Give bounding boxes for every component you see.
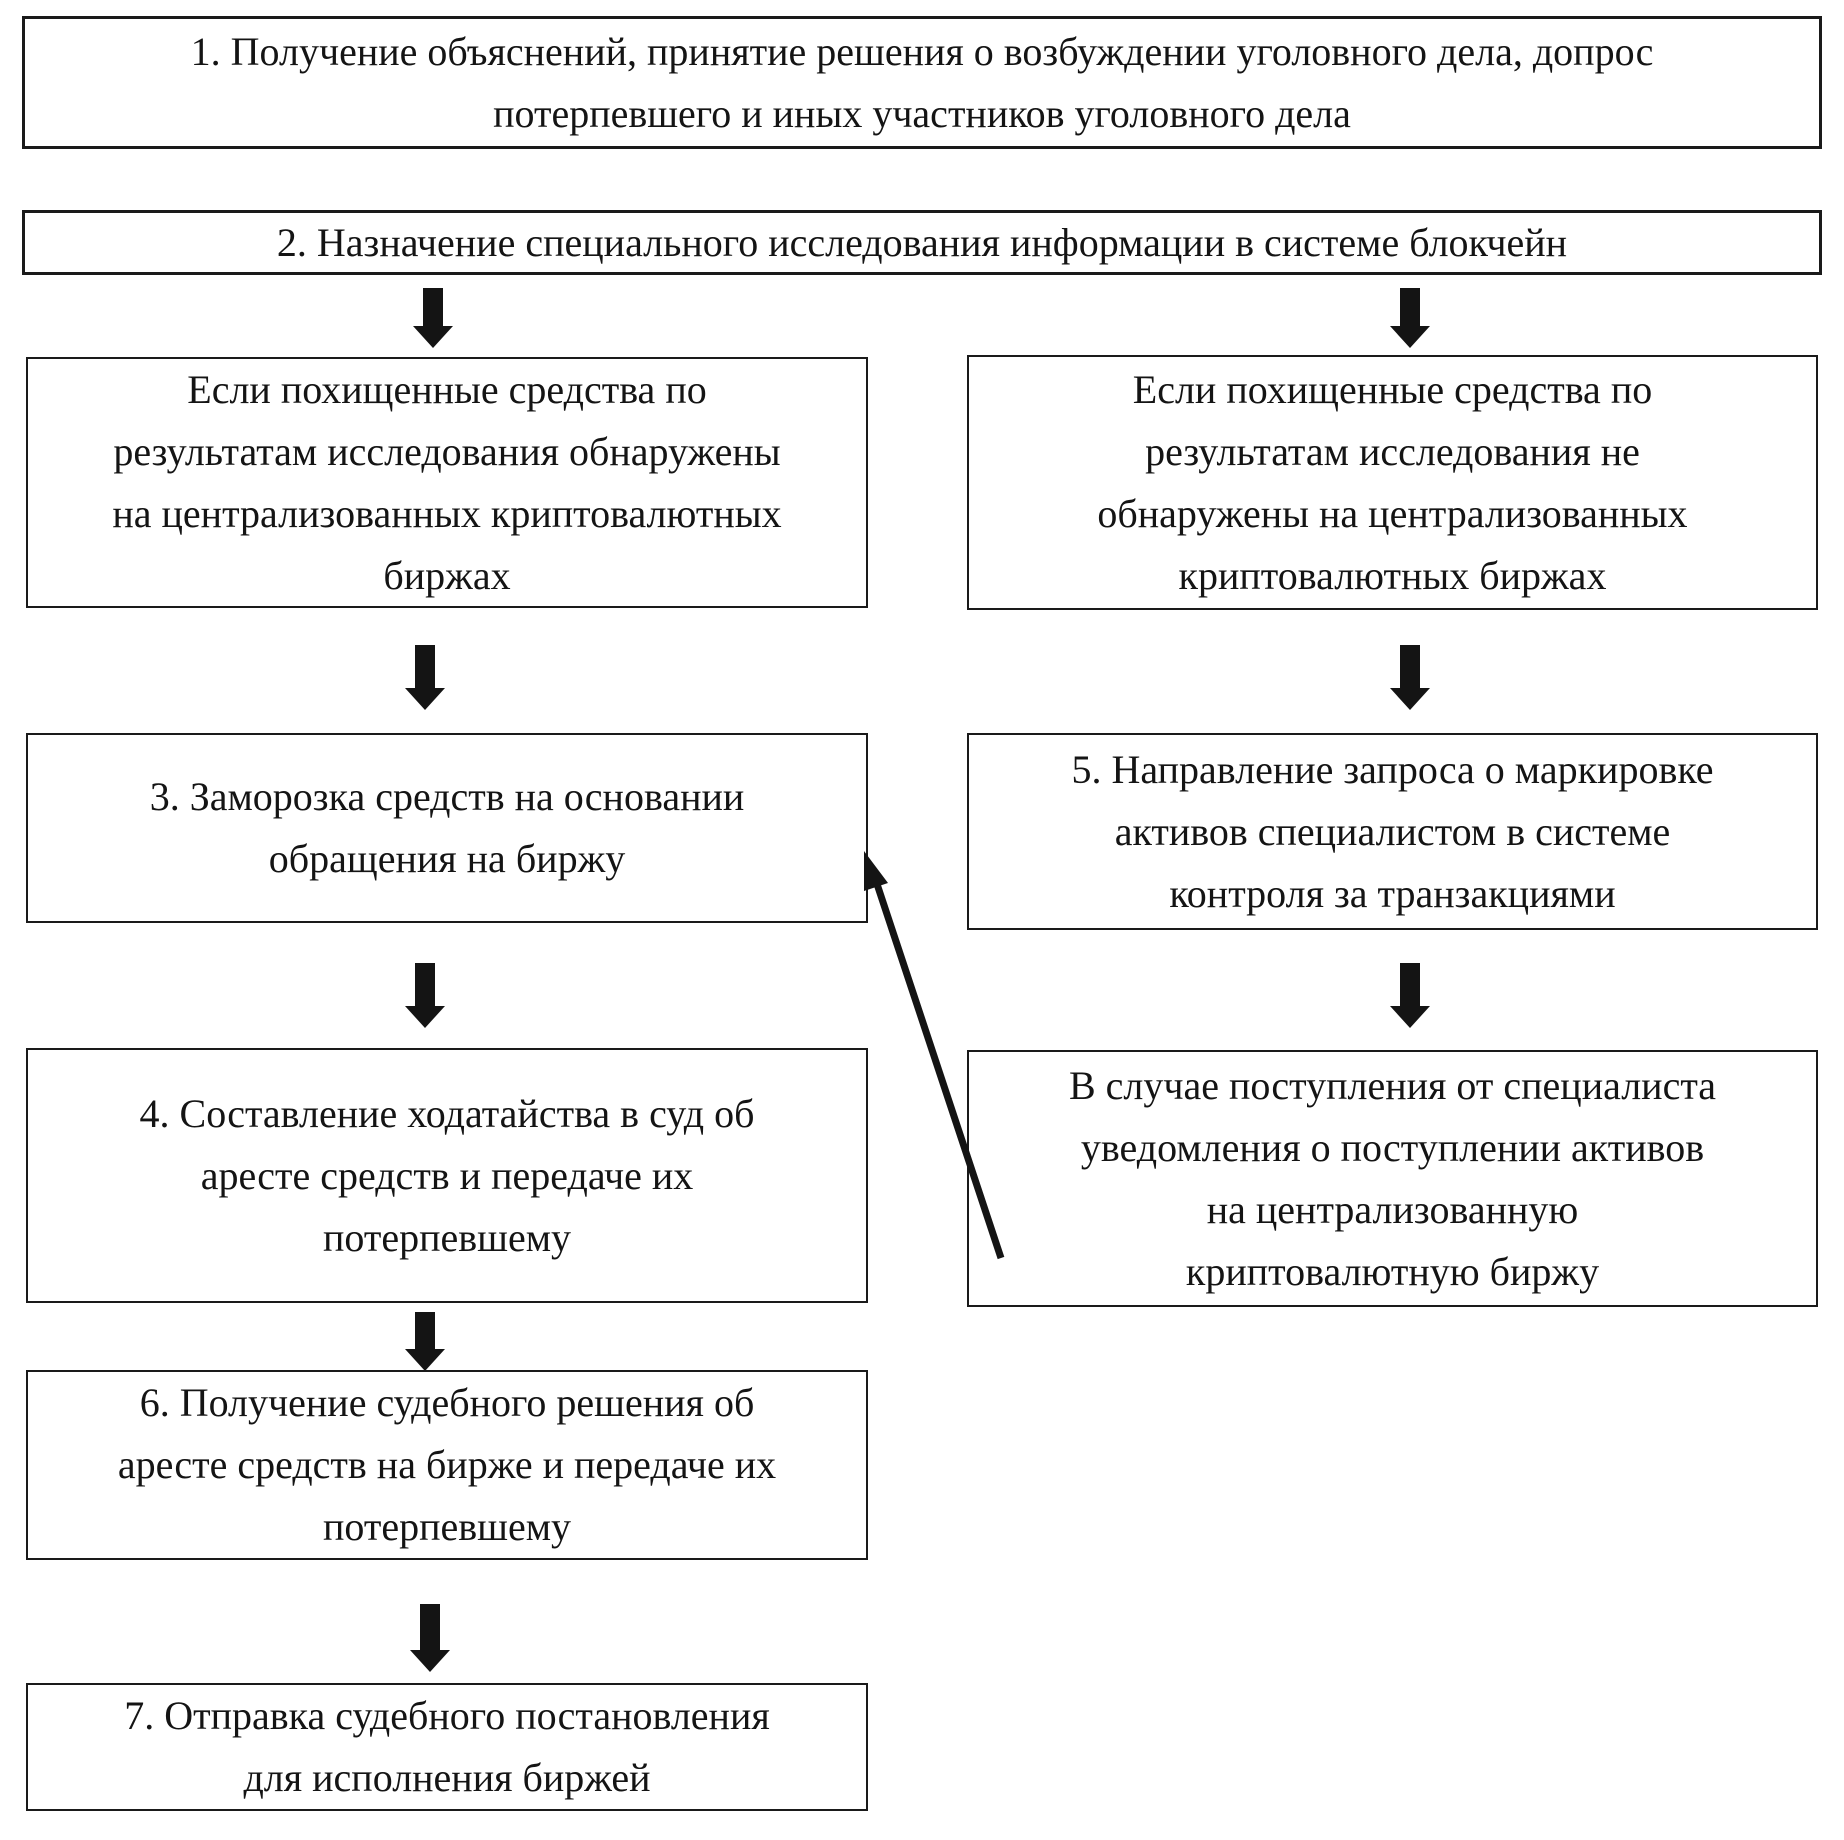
- cond-not-found-text: Если похищенные средства по результатам …: [1097, 366, 1688, 598]
- arrow-head: [1390, 1006, 1430, 1028]
- flow-step-3-text: 3. Заморозка средств на основании обраще…: [149, 774, 745, 881]
- arrow-head: [1390, 688, 1430, 710]
- arrow-shaft: [420, 1604, 440, 1650]
- flow-step-4-box: 4. Составление ходатайства в суд об арес…: [26, 1048, 868, 1303]
- down-arrow-step5-to-case-notice: [1390, 963, 1430, 1028]
- down-arrow-step2-to-cond-not-found: [1390, 288, 1430, 348]
- flow-step-1-box: 1. Получение объяснений, принятие решени…: [22, 16, 1822, 149]
- flow-step-3-box: 3. Заморозка средств на основании обраще…: [26, 733, 868, 923]
- flow-step-5-text: 5. Направление запроса о маркировке акти…: [1071, 746, 1714, 916]
- arrow-head: [405, 688, 445, 710]
- flow-step-5-box: 5. Направление запроса о маркировке акти…: [967, 733, 1818, 930]
- flow-step-1-text: 1. Получение объяснений, принятие решени…: [190, 28, 1654, 136]
- arrow-shaft: [1400, 645, 1420, 688]
- down-arrow-cond-found-to-step3: [405, 645, 445, 710]
- cond-found-text: Если похищенные средства по результатам …: [112, 366, 782, 598]
- arrow-head: [405, 1349, 445, 1371]
- down-arrow-step2-to-cond-found: [413, 288, 453, 348]
- flow-step-4-text: 4. Составление ходатайства в суд об арес…: [139, 1090, 755, 1260]
- flow-step-7-text: 7. Отправка судебного постановления для …: [124, 1693, 770, 1800]
- case-notification-text: В случае поступления от специалиста увед…: [1068, 1062, 1717, 1294]
- flow-step-6-text: 6. Получение судебного решения об аресте…: [117, 1380, 777, 1549]
- down-arrow-step3-to-step4: [405, 963, 445, 1028]
- arrow-head: [1390, 326, 1430, 348]
- down-arrow-step6-to-step7: [410, 1604, 450, 1672]
- arrow-shaft: [415, 645, 435, 688]
- flow-step-2-text: 2. Назначение специального исследования …: [276, 219, 1568, 265]
- flow-step-7-box: 7. Отправка судебного постановления для …: [26, 1683, 868, 1811]
- cond-not-found-box: Если похищенные средства по результатам …: [967, 355, 1818, 610]
- arrow-shaft: [423, 288, 443, 326]
- arrow-head: [410, 1650, 450, 1672]
- flow-step-6-box: 6. Получение судебного решения об аресте…: [26, 1370, 868, 1560]
- down-arrow-step4-to-step6: [405, 1312, 445, 1371]
- cond-found-box: Если похищенные средства по результатам …: [26, 357, 868, 608]
- arrow-shaft: [1400, 288, 1420, 326]
- arrow-head: [413, 326, 453, 348]
- flow-step-2-box: 2. Назначение специального исследования …: [22, 210, 1822, 275]
- case-notification-box: В случае поступления от специалиста увед…: [967, 1050, 1818, 1307]
- arrow-shaft: [415, 1312, 435, 1349]
- arrow-shaft: [1400, 963, 1420, 1006]
- arrow-shaft: [415, 963, 435, 1006]
- arrow-head: [405, 1006, 445, 1028]
- down-arrow-cond-not-found-to-step5: [1390, 645, 1430, 710]
